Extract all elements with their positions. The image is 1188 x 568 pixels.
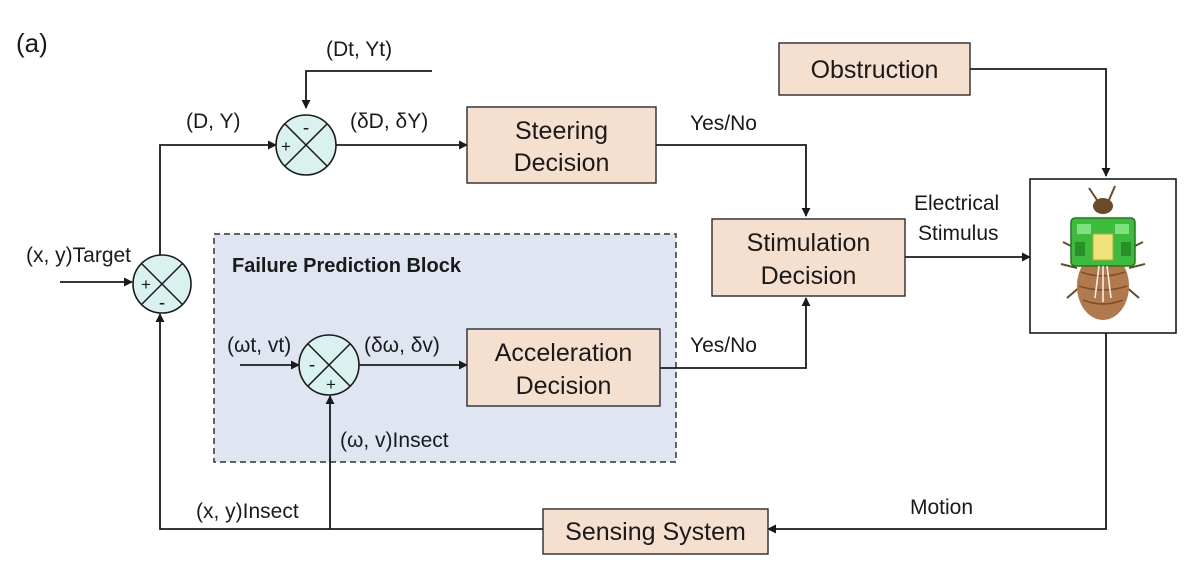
panel-label: (a) (16, 28, 48, 58)
label-motion: Motion (910, 496, 973, 519)
top-summing-junction: + - (275, 114, 337, 176)
label-omega-v-t: (ωt, vt) (227, 334, 291, 357)
sensing-system-block: Sensing System (542, 508, 769, 555)
label-yes-no-top: Yes/No (690, 112, 757, 135)
stimulation-label-line1: Stimulation (747, 229, 871, 257)
label-electrical: Electrical (914, 192, 999, 215)
steering-decision-block: Steering Decision (466, 106, 657, 184)
failure-sum-plus-sign: + (326, 375, 336, 394)
acceleration-label-line1: Acceleration (495, 339, 633, 367)
steering-label-line2: Decision (514, 149, 610, 177)
failure-summing-junction: - + (298, 334, 360, 396)
left-summing-junction: + - (132, 254, 192, 314)
stimulation-decision-block: Stimulation Decision (711, 218, 906, 297)
insect-box (1029, 178, 1177, 334)
label-xy-target: (x, y)Target (26, 244, 131, 267)
failure-block-title: Failure Prediction Block (232, 255, 462, 277)
label-delta-d-y: (δD, δY) (350, 110, 428, 133)
sensing-label: Sensing System (565, 518, 746, 546)
left-sum-plus-sign: + (141, 275, 151, 294)
failure-sum-minus-sign: - (309, 355, 315, 376)
signal-labels: (Dt, Yt) (D, Y) (δD, δY) Yes/No Electric… (26, 38, 999, 523)
label-d-y: (D, Y) (186, 110, 240, 133)
acceleration-label-line2: Decision (516, 372, 612, 400)
top-sum-plus-sign: + (281, 137, 291, 156)
stimulation-label-line2: Decision (761, 262, 857, 290)
label-yes-no-bottom: Yes/No (690, 334, 757, 357)
label-omega-v-insect: (ω, v)Insect (340, 429, 449, 452)
label-dt-yt: (Dt, Yt) (326, 38, 392, 61)
label-xy-insect: (x, y)Insect (196, 500, 299, 523)
obstruction-label: Obstruction (811, 56, 939, 84)
connections (60, 68, 1111, 534)
obstruction-block: Obstruction (778, 42, 971, 96)
steering-label-line1: Steering (515, 117, 608, 145)
label-stimulus: Stimulus (918, 222, 999, 245)
beetle-with-backpack-icon (1060, 185, 1146, 320)
acceleration-decision-block: Acceleration Decision (466, 328, 661, 407)
top-sum-minus-sign: - (303, 118, 309, 139)
label-delta-omega-v: (δω, δv) (364, 334, 440, 357)
left-sum-minus-sign: - (159, 293, 165, 314)
